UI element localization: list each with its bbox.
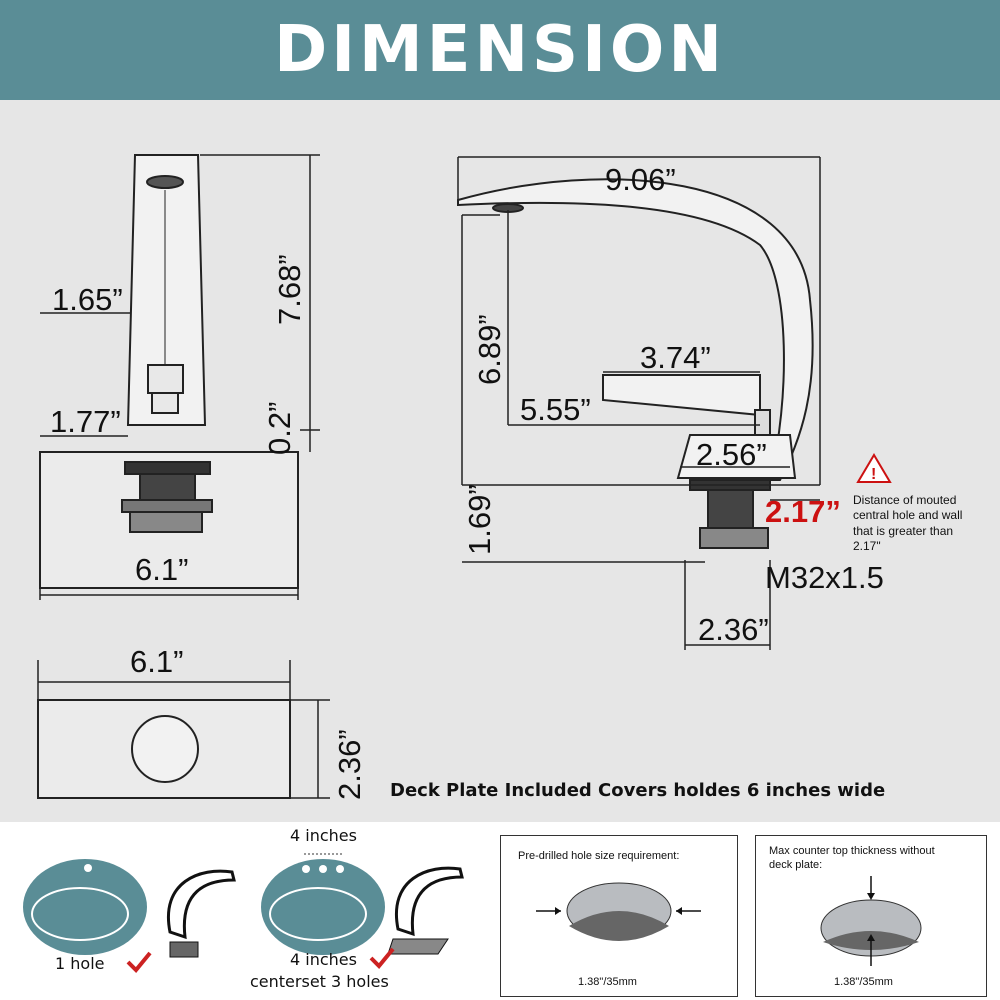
warning-icon: ! bbox=[856, 453, 892, 483]
dim-1-77: 1.77” bbox=[50, 404, 121, 439]
dim-9-06: 9.06” bbox=[605, 162, 676, 197]
dim-deck-6-1: 6.1” bbox=[130, 644, 183, 679]
dim-1-65: 1.65” bbox=[52, 282, 123, 317]
counter-thickness-box: Max counter top thickness without deck p… bbox=[755, 835, 987, 997]
counter-size: 1.38"/35mm bbox=[834, 976, 893, 988]
front-dimension-lines bbox=[39, 154, 320, 600]
side-view bbox=[457, 178, 814, 549]
hole-requirement-box: Pre-drilled hole size requirement: 1.38"… bbox=[500, 835, 738, 997]
warning-note-4: 2.17" bbox=[853, 539, 881, 553]
counter-thickness-title-2: deck plate: bbox=[769, 859, 823, 871]
warning-note-1: Distance of mouted bbox=[853, 493, 956, 507]
one-hole-label: 1 hole bbox=[55, 954, 105, 973]
warning-note-3: that is greater than bbox=[853, 524, 953, 538]
three-hole-illustration bbox=[261, 853, 464, 955]
hole-size: 1.38"/35mm bbox=[578, 976, 637, 988]
check-icon bbox=[126, 951, 152, 973]
check-icon bbox=[369, 947, 395, 969]
dim-2-36-shank: 2.36” bbox=[698, 612, 769, 647]
hole-requirement-title: Pre-drilled hole size requirement: bbox=[518, 850, 680, 862]
three-hole-spacing-label: 4 inches bbox=[290, 826, 357, 845]
front-view bbox=[39, 154, 299, 589]
one-hole-illustration bbox=[23, 859, 236, 958]
dim-thread: M32x1.5 bbox=[765, 560, 884, 595]
three-hole-label-1: 4 inches bbox=[290, 950, 357, 969]
thickness-diagram bbox=[820, 876, 922, 966]
three-hole-label-2: centerset 3 holes bbox=[250, 972, 389, 991]
dim-5-55: 5.55” bbox=[520, 392, 591, 427]
side-dimension-lines bbox=[457, 156, 821, 650]
dim-1-69: 1.69” bbox=[462, 484, 497, 555]
dim-2-17: 2.17” bbox=[765, 494, 841, 529]
svg-text:!: ! bbox=[871, 466, 876, 483]
dim-deck-2-36: 2.36” bbox=[332, 729, 367, 800]
install-options-panel: 1 hole 4 inches 4 inches centerset 3 hol… bbox=[0, 822, 1000, 1000]
dim-0-2: 0.2” bbox=[262, 402, 297, 455]
deck-plate-caption: Deck Plate Included Covers holdes 6 inch… bbox=[390, 780, 886, 801]
counter-thickness-title-1: Max counter top thickness without bbox=[769, 845, 935, 857]
dim-plate-6-1: 6.1” bbox=[135, 552, 188, 587]
dim-7-68: 7.68” bbox=[272, 254, 307, 325]
dimension-drawing: 1.65” 7.68” 1.77” 0.2” 6.1” 9.06” 6.89” … bbox=[37, 154, 962, 800]
warning-note-2: central hole and wall bbox=[853, 508, 962, 522]
dim-6-89: 6.89” bbox=[472, 314, 507, 385]
hole-diagram bbox=[536, 882, 701, 941]
deck-dimension-lines bbox=[37, 660, 330, 799]
page-title: DIMENSION bbox=[274, 13, 726, 87]
deck-plate-top-view bbox=[37, 699, 291, 799]
dim-2-56: 2.56” bbox=[696, 437, 767, 472]
dim-3-74: 3.74” bbox=[640, 340, 711, 375]
title-banner: DIMENSION bbox=[0, 0, 1000, 100]
